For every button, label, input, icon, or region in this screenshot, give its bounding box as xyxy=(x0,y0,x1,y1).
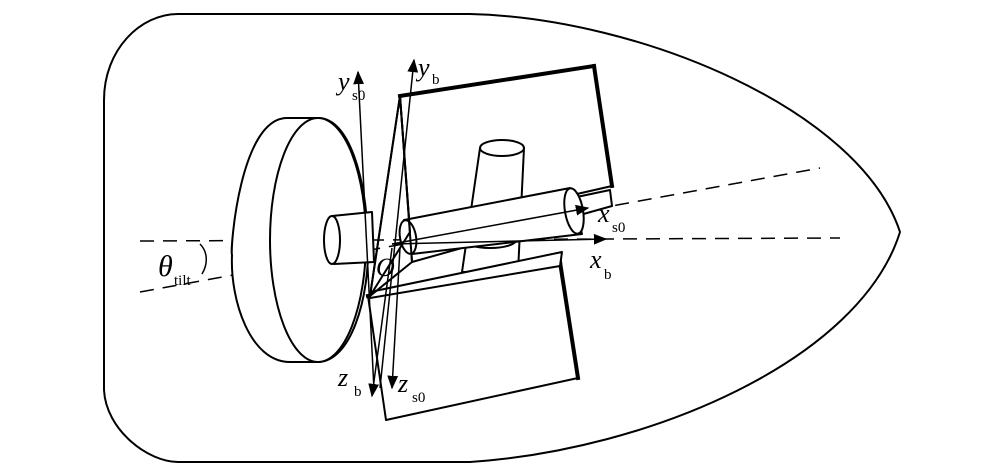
label-yb: y xyxy=(415,53,430,82)
axis-xs0 xyxy=(391,204,590,245)
body-outline xyxy=(103,13,901,463)
axle-stub xyxy=(323,211,375,265)
label-theta: θ xyxy=(158,250,173,283)
flywheel-disk xyxy=(230,117,370,363)
label-ys0: y xyxy=(335,67,350,96)
label-yb-sub: b xyxy=(432,72,440,88)
label-theta-sub: tilt xyxy=(174,273,192,289)
label-origin: O xyxy=(376,253,395,282)
axis-zb xyxy=(368,247,393,398)
axis-yb xyxy=(379,58,419,389)
label-xb: x xyxy=(589,245,602,274)
label-xs0: x xyxy=(597,199,610,228)
axis-zs0 xyxy=(387,247,401,390)
axes xyxy=(353,58,608,398)
label-zb-sub: b xyxy=(354,384,362,400)
axis-xb xyxy=(391,233,608,245)
tilt-angle-arc xyxy=(199,243,207,275)
label-xb-sub: b xyxy=(604,267,612,283)
label-zb: z xyxy=(337,363,348,392)
label-xs0-sub: s0 xyxy=(612,220,625,236)
label-zs0-sub: s0 xyxy=(412,390,425,406)
label-zs0: z xyxy=(397,369,408,398)
axis-ys0 xyxy=(353,70,375,391)
label-ys0-sub: s0 xyxy=(352,88,365,104)
